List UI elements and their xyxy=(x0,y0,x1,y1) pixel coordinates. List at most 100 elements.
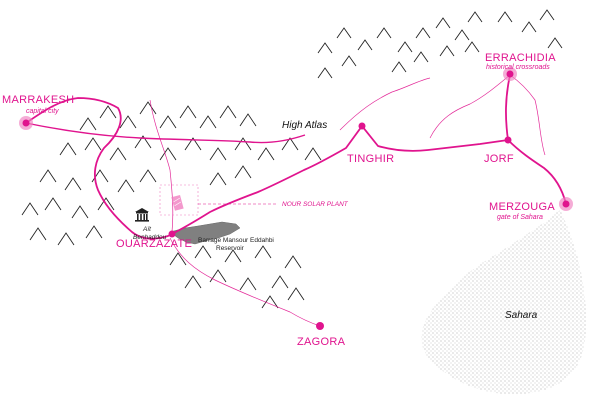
mountain-icon xyxy=(539,9,555,21)
mountain-icon xyxy=(497,11,513,23)
mountain-icon xyxy=(336,27,352,39)
reservoir-label-line2: Reservoir xyxy=(216,245,245,252)
unesco-temple-icon xyxy=(135,208,149,222)
route-marrakesh-east xyxy=(25,122,306,144)
mountain-icon xyxy=(304,147,322,161)
mountain-icon xyxy=(317,67,333,79)
mountain-icon xyxy=(29,227,47,241)
mountain-icon xyxy=(194,245,212,259)
mountain-icon xyxy=(57,232,75,246)
mountain-icon xyxy=(169,252,187,266)
mountain-icon xyxy=(219,105,237,119)
zagora-dot[interactable] xyxy=(316,322,324,330)
marrakesh-label: MARRAKESH xyxy=(2,94,74,106)
tinghir-label: TINGHIR xyxy=(347,153,394,165)
mountain-icon xyxy=(184,137,202,151)
mountain-icon xyxy=(159,147,177,161)
mountain-icon xyxy=(64,177,82,191)
mountain-icon xyxy=(547,37,563,49)
secondary-roads xyxy=(149,74,546,327)
mountain-icon xyxy=(357,39,373,51)
mountain-icon xyxy=(415,27,431,39)
mountain-icon xyxy=(39,169,57,183)
mountain-icon xyxy=(239,277,257,291)
main-route xyxy=(25,97,567,240)
mountain-icon xyxy=(59,142,77,156)
mountain-icon xyxy=(109,147,127,161)
mountain-icon xyxy=(254,245,272,259)
merzouga-dot[interactable] xyxy=(559,197,573,211)
solar-panel-icon xyxy=(171,194,184,211)
jorf-label: JORF xyxy=(484,153,514,165)
errachidia-dot[interactable] xyxy=(503,67,517,81)
ouarzazate-dot[interactable] xyxy=(168,230,176,238)
errachidia-subtitle: historical crossroads xyxy=(486,64,550,71)
mountain-icon xyxy=(209,269,227,283)
mountain-icon xyxy=(209,147,227,161)
merzouga-subtitle: gate of Sahara xyxy=(497,214,543,221)
mountain-icon xyxy=(284,255,302,269)
reservoir-label-line1: Barrage Mansour Eddahbi xyxy=(198,237,274,244)
ait-benhaddou-label-line2: Benhaddou xyxy=(133,234,167,241)
mountain-icon xyxy=(281,137,299,151)
route-errachidia-jorf xyxy=(505,74,511,141)
solar-plant-marker xyxy=(159,184,278,216)
mountain-icon xyxy=(44,197,62,211)
mountain-icon xyxy=(84,137,102,151)
solar-plant-label: NOUR SOLAR PLANT xyxy=(282,201,349,208)
mountain-icon xyxy=(184,275,202,289)
jorf-dot[interactable] xyxy=(504,136,512,144)
mountain-icon xyxy=(454,29,470,41)
mountain-icon xyxy=(199,115,217,129)
mountain-icon xyxy=(234,137,252,151)
mountain-icon xyxy=(257,147,275,161)
mountain-icon xyxy=(341,55,357,67)
mountain-icon xyxy=(317,42,333,54)
tinghir-dot[interactable] xyxy=(358,122,366,130)
mountain-icon xyxy=(224,249,242,263)
zagora-label: ZAGORA xyxy=(297,336,346,348)
reservoir-shape xyxy=(169,221,241,245)
sahara-label: Sahara xyxy=(505,310,538,321)
city-markers xyxy=(19,67,573,330)
sahara-desert-area xyxy=(421,210,586,395)
mountain-icon xyxy=(85,225,103,239)
marrakesh-dot[interactable] xyxy=(19,116,33,130)
mountain-icon xyxy=(99,105,117,119)
mountain-icon xyxy=(464,41,480,53)
mountain-icon xyxy=(179,105,197,119)
mountain-icon xyxy=(287,287,305,301)
mountain-icon xyxy=(71,205,89,219)
mountain-icon xyxy=(97,197,115,211)
mountain-icon xyxy=(117,179,135,193)
solar-plant-box xyxy=(159,184,199,216)
ait-benhaddou-label-line1: Aït xyxy=(142,226,152,233)
mountain-icon xyxy=(21,202,39,216)
mountain-icon xyxy=(134,135,152,149)
errachidia-label: ERRACHIDIA xyxy=(485,52,556,64)
mountain-icon xyxy=(439,45,455,57)
mountain-icon xyxy=(139,169,157,183)
ouarzazate-label: OUARZAZATE xyxy=(116,238,192,250)
mountain-icon xyxy=(119,115,137,129)
mountain-icon xyxy=(159,115,177,129)
mountain-icon xyxy=(239,113,257,127)
mountain-icon xyxy=(521,21,537,33)
mountain-icon xyxy=(139,101,157,115)
mountain-icon xyxy=(261,295,279,309)
mountain-icon xyxy=(209,172,227,186)
mountain-icon xyxy=(271,275,289,289)
mountain-icon xyxy=(467,11,483,23)
mountain-icon xyxy=(435,17,451,29)
mountain-icon xyxy=(397,41,413,53)
merzouga-label: MERZOUGA xyxy=(489,201,555,213)
mountain-icon xyxy=(79,117,97,131)
mountain-icon xyxy=(413,51,429,63)
mountain-range xyxy=(21,9,563,309)
mountain-icon xyxy=(376,27,392,39)
mountain-icon xyxy=(391,61,407,73)
mountain-icon xyxy=(234,165,252,179)
marrakesh-subtitle: capital city xyxy=(26,108,59,115)
